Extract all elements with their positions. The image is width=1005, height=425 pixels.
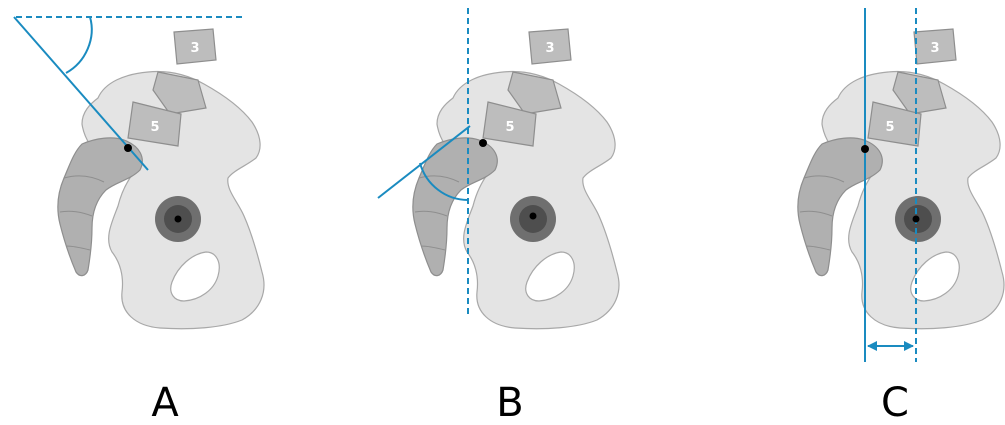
panel-c: 3 5 C: [798, 8, 1004, 425]
vertebra-label-l3-a: 3: [190, 41, 199, 56]
sacral-endplate-dot-c: [861, 145, 869, 153]
panel-label-a: A: [151, 380, 179, 425]
pelvis-illustration-b: [413, 29, 619, 329]
panel-b: 3 5 B: [378, 8, 619, 425]
femoral-head-center-dot-b: [530, 213, 537, 220]
pelvis-illustration-a: [58, 29, 264, 329]
panel-label-b: B: [496, 380, 523, 425]
panel-label-c: C: [881, 380, 909, 425]
vertebra-label-l5-c: 5: [885, 120, 894, 135]
pelvis-illustration-c: [798, 29, 1004, 329]
sacral-slope-arc-a: [66, 17, 92, 73]
sacral-endplate-dot-b: [479, 139, 487, 147]
femoral-head-center-dot-a: [175, 216, 182, 223]
vertebra-label-l3-b: 3: [545, 41, 554, 56]
vertebra-label-l3-c: 3: [930, 41, 939, 56]
femoral-head-center-dot-c: [913, 216, 920, 223]
vertebra-label-l5-b: 5: [505, 120, 514, 135]
sacral-endplate-dot-a: [124, 144, 132, 152]
panel-a: 3 5 A: [14, 17, 264, 425]
vertebra-label-l5-a: 5: [150, 120, 159, 135]
